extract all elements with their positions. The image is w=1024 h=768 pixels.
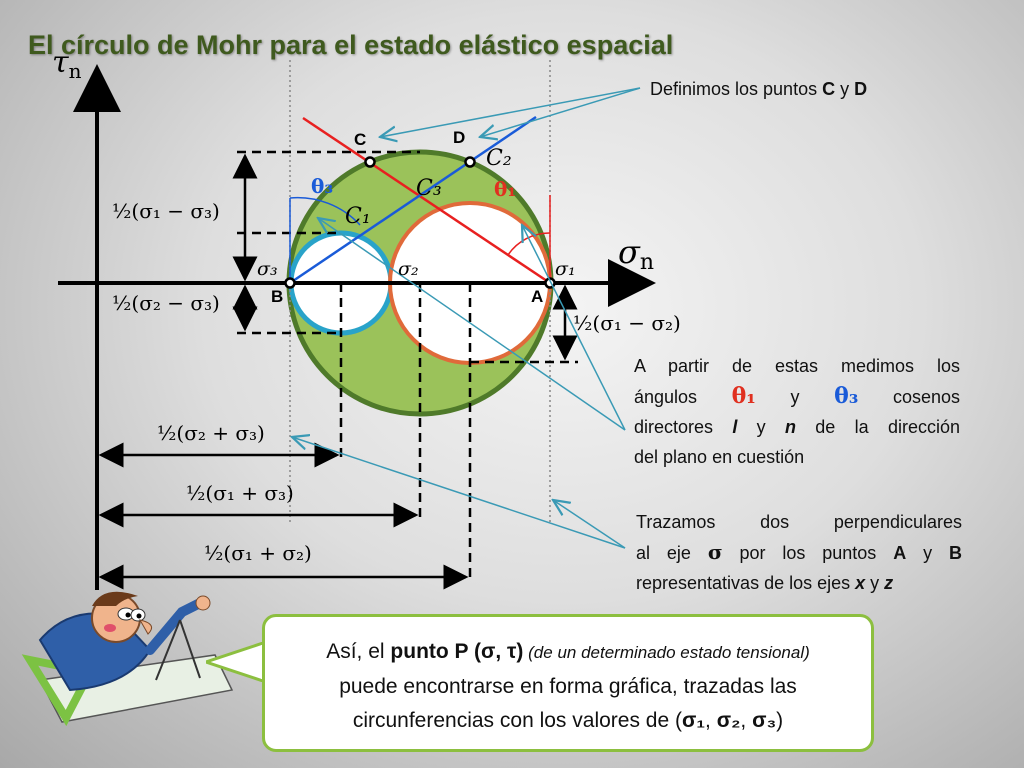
note-angles-theta1: θ₁ — [731, 383, 756, 409]
note-perpendiculars: Trazamos dos perpendiculares al eje σ po… — [636, 507, 962, 598]
note-angles-y: y — [790, 387, 800, 407]
engineer-illustration — [21, 591, 234, 727]
note-points-prefix: Definimos los puntos — [650, 79, 823, 99]
point-c — [364, 156, 376, 168]
note-angles-line1: A partir de estas medimos los — [634, 356, 960, 376]
c1-label: C₁ — [345, 204, 371, 229]
callout-comma2: , — [740, 709, 753, 732]
note-angles-angulos: ángulos — [634, 387, 698, 407]
arrow-to-b-line — [292, 437, 626, 549]
note-angles-rest: de la dirección — [795, 417, 960, 437]
note-perp-y2: y — [865, 573, 885, 593]
arrow-to-d — [480, 87, 641, 137]
page-title: El círculo de Mohr para el estado elásti… — [28, 30, 674, 60]
callout-close: ) — [776, 709, 784, 732]
point-c-label: C — [354, 130, 366, 149]
callout-s1: σ₁ — [681, 709, 706, 732]
note-perp-por-los: por los puntos — [722, 543, 894, 563]
sigma-axis-label: σn — [618, 233, 654, 275]
note-perp-x: x — [855, 573, 866, 593]
arrow-to-theta1 — [522, 225, 626, 431]
dim-label-s1-plus-s2: ½(σ₁ + σ₂) — [204, 541, 312, 565]
note-angles-cosenos: cosenos — [892, 387, 960, 407]
sigma3-label: σ₃ — [257, 258, 278, 280]
dim-label-s2-minus-s3: ½(σ₂ − σ₃) — [112, 291, 220, 315]
note-angles: A partir de estas medimos los ángulos θ₁… — [634, 351, 960, 472]
point-b — [284, 277, 296, 289]
callout-paren: (de un determinado estado tensional) — [523, 643, 810, 662]
c3-label: C₃ — [416, 176, 442, 201]
note-perp-line3-text: representativas de los ejes — [636, 573, 856, 593]
callout-line3: circunferencias con los valores de (σ₁, … — [275, 704, 861, 738]
note-perp-z: z — [884, 573, 894, 593]
dim-label-s1-plus-s3: ½(σ₁ + σ₃) — [186, 481, 294, 505]
note-angles-y2: y — [737, 417, 785, 437]
callout-asi: Así, el — [326, 640, 391, 663]
sigma1-label: σ₁ — [555, 258, 576, 280]
point-b-label: B — [271, 287, 283, 306]
theta1-label: θ₁ — [494, 177, 516, 201]
note-points-y: y — [835, 79, 855, 99]
note-perp-line1: Trazamos dos perpendiculares — [636, 512, 962, 532]
note-points-c: C — [822, 79, 836, 99]
callout-s2: σ₂ — [716, 709, 741, 732]
tau-axis-label: τn — [52, 45, 82, 83]
callout-line3-text: circunferencias con los valores de ( — [352, 709, 682, 732]
note-points: Definimos los puntos C y D — [650, 74, 867, 104]
note-perp-b: B — [948, 543, 962, 563]
red-line-a — [302, 116, 551, 285]
dim-label-s1-minus-s3: ½(σ₁ − σ₃) — [112, 199, 220, 223]
note-perp-a: A — [893, 543, 907, 563]
arrow-to-c — [380, 87, 641, 137]
dim-label-s1-minus-s2: ½(σ₁ − σ₂) — [573, 311, 681, 335]
note-perp-al-eje: al eje — [636, 543, 708, 563]
note-angles-line3: directores l y n de la dirección — [634, 412, 960, 442]
point-d-label: D — [453, 128, 465, 147]
callout-box: Así, el punto P (σ, τ) (de un determinad… — [262, 614, 874, 752]
theta3-label: θ₃ — [311, 174, 333, 198]
callout-punto: punto P (σ, τ) — [390, 640, 524, 663]
callout-line2: puede encontrarse en forma gráfica, traz… — [339, 675, 797, 698]
note-perp-line3: representativas de los ejes x y z — [636, 568, 962, 598]
note-angles-theta3: θ₃ — [834, 383, 859, 409]
sigma2-label: σ₂ — [398, 258, 419, 280]
note-angles-line4: del plano en cuestión — [634, 447, 805, 467]
note-angles-line2: ángulos θ₁ y θ₃ cosenos — [634, 381, 960, 412]
note-angles-directores: directores — [634, 417, 733, 437]
note-angles-n: n — [784, 417, 796, 437]
callout-tail — [206, 642, 268, 682]
blue-line-b — [289, 115, 537, 285]
c2-label: C₂ — [486, 146, 512, 171]
callout-comma: , — [705, 709, 717, 732]
callout-s3: σ₃ — [752, 709, 777, 732]
callout-line1: Así, el punto P (σ, τ) (de un determinad… — [275, 635, 861, 670]
note-points-d: D — [854, 79, 868, 99]
note-perp-sigma: σ — [707, 540, 723, 564]
theta3-arc — [289, 196, 361, 226]
point-d — [464, 156, 476, 168]
note-angles-l: l — [732, 417, 738, 437]
note-perp-line2: al eje σ por los puntos A y B — [636, 537, 962, 568]
dim-label-s2-plus-s3: ½(σ₂ + σ₃) — [157, 421, 265, 445]
arrow-to-a-line — [553, 500, 626, 549]
note-perp-y: y — [906, 543, 949, 563]
arrow-to-theta3 — [318, 218, 626, 431]
point-a-label: A — [531, 287, 543, 306]
